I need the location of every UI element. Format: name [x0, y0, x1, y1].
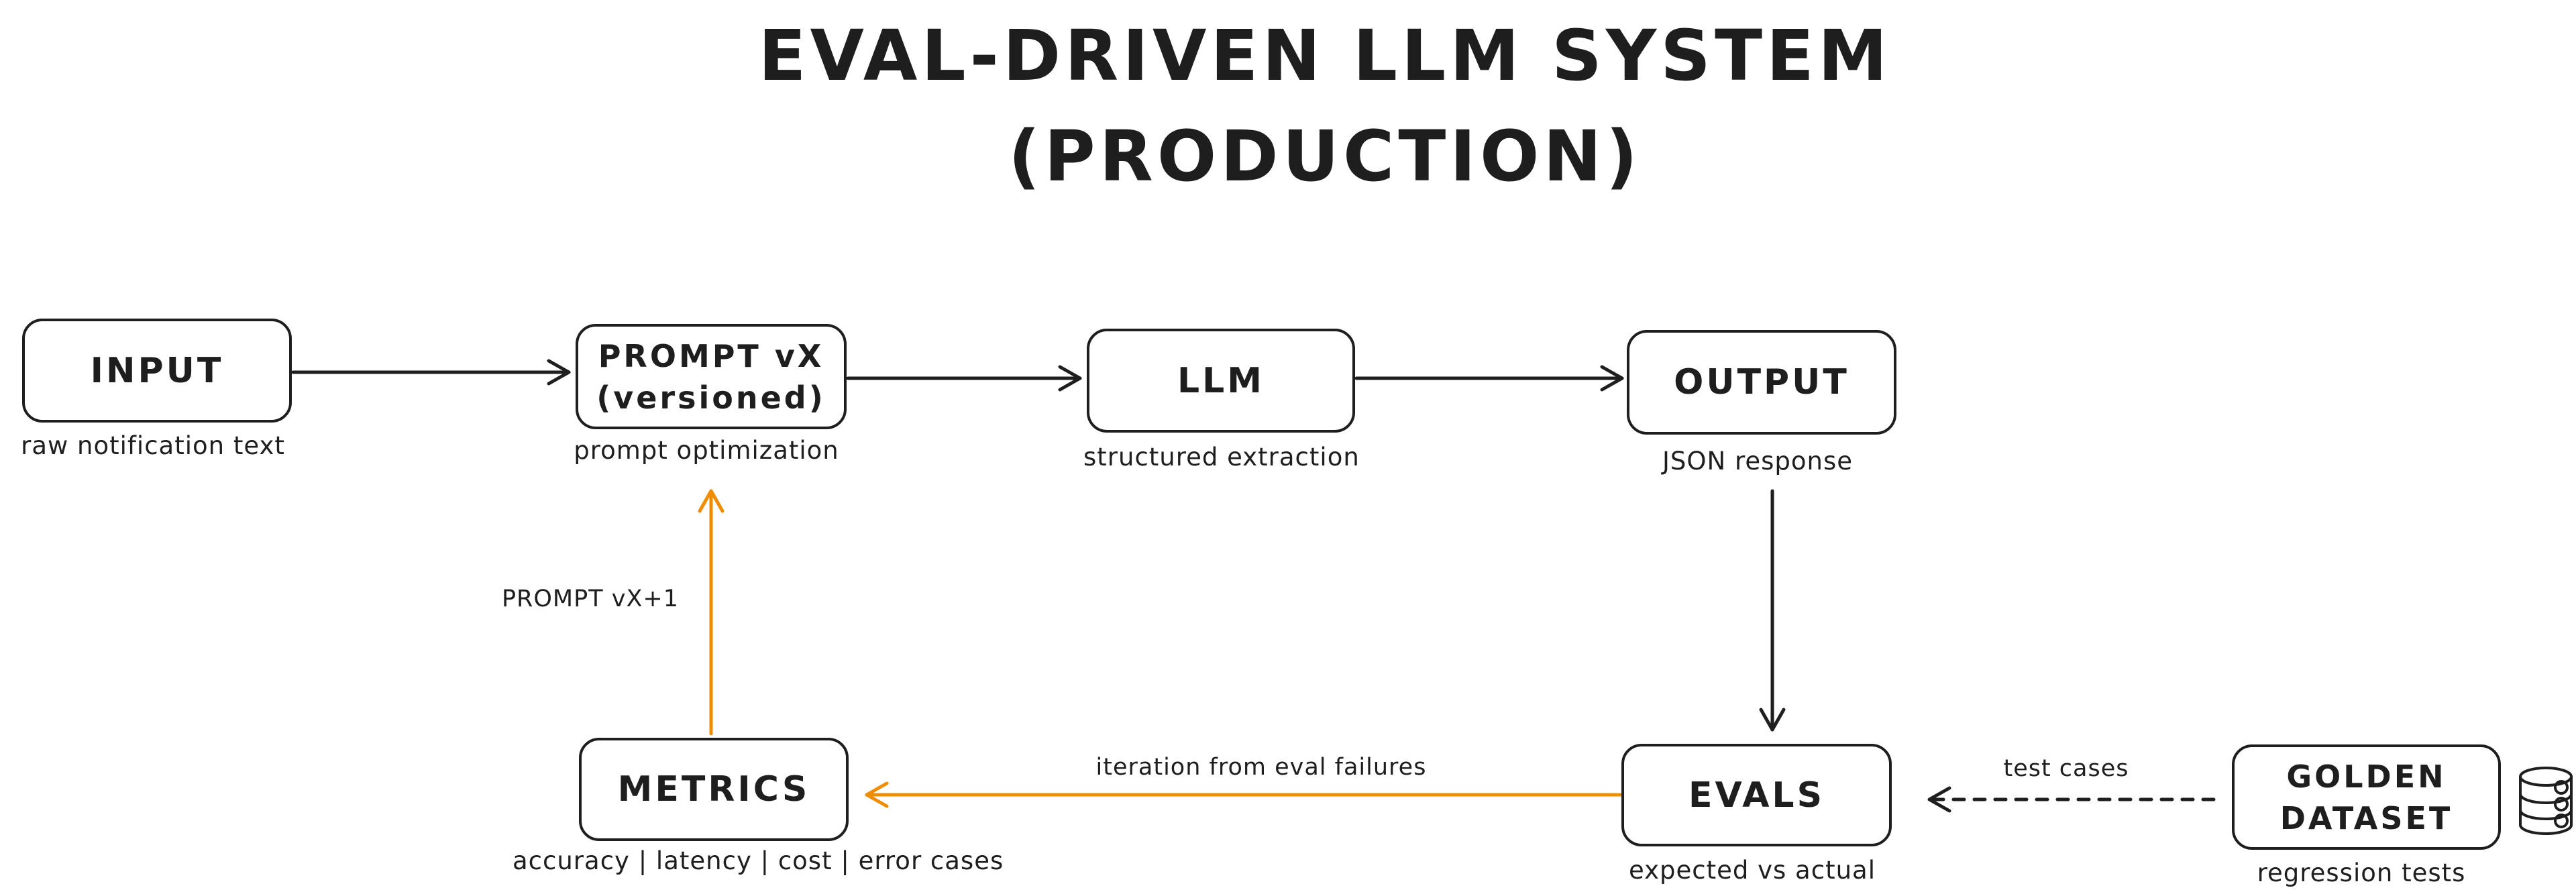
arrow-input-to-prompt — [293, 361, 569, 384]
arrow-llm-to-output — [1356, 367, 1622, 390]
node-llm-sublabel: structured extraction — [1083, 443, 1360, 471]
title-line-1: EVAL-DRIVEN LLM SYSTEM — [758, 15, 1892, 97]
node-llm: LLM — [1087, 329, 1355, 433]
arrow-output-to-evals — [1761, 491, 1784, 730]
node-evals: EVALS — [1621, 744, 1892, 846]
node-input: INPUT — [22, 319, 292, 423]
node-input-label: INPUT — [90, 350, 224, 391]
node-output-label: OUTPUT — [1674, 362, 1849, 402]
node-golden-sublabel: regression tests — [2257, 858, 2466, 887]
node-output: OUTPUT — [1627, 330, 1896, 435]
node-input-sublabel: raw notification text — [21, 431, 285, 460]
arrow-prompt-to-llm — [848, 367, 1080, 390]
node-evals-label: EVALS — [1688, 775, 1825, 816]
node-golden-label-line1: GOLDEN — [2286, 758, 2447, 795]
arrow-metrics-to-prompt — [700, 491, 722, 734]
arrow-evals-to-metrics — [867, 783, 1620, 806]
node-prompt-label-line1: PROMPT vX — [598, 337, 824, 374]
node-prompt-sublabel: prompt optimization — [574, 436, 839, 465]
database-cylinder-icon — [2520, 768, 2571, 834]
node-golden-label-line2: DATASET — [2279, 799, 2453, 836]
diagram-title: EVAL-DRIVEN LLM SYSTEM (PRODUCTION) — [587, 5, 2063, 207]
title-line-2: (PRODUCTION) — [1008, 115, 1642, 197]
edge-label-iteration-from-eval-failures: iteration from eval failures — [1095, 754, 1427, 781]
edge-label-prompt-next-version: PROMPT vX+1 — [501, 586, 680, 612]
node-metrics-label: METRICS — [617, 769, 810, 810]
arrow-golden-to-evals — [1929, 788, 2214, 811]
node-evals-sublabel: expected vs actual — [1629, 856, 1876, 885]
node-prompt: PROMPT vX (versioned) — [576, 324, 847, 429]
node-output-sublabel: JSON response — [1662, 447, 1853, 476]
node-llm-label: LLM — [1177, 360, 1265, 401]
node-metrics-sublabel: accuracy | latency | cost | error cases — [513, 846, 1004, 875]
node-metrics: METRICS — [579, 738, 849, 841]
edge-label-test-cases: test cases — [2003, 755, 2129, 782]
node-golden-dataset: GOLDEN DATASET — [2232, 744, 2501, 850]
node-prompt-label-line2: (versioned) — [596, 379, 826, 416]
